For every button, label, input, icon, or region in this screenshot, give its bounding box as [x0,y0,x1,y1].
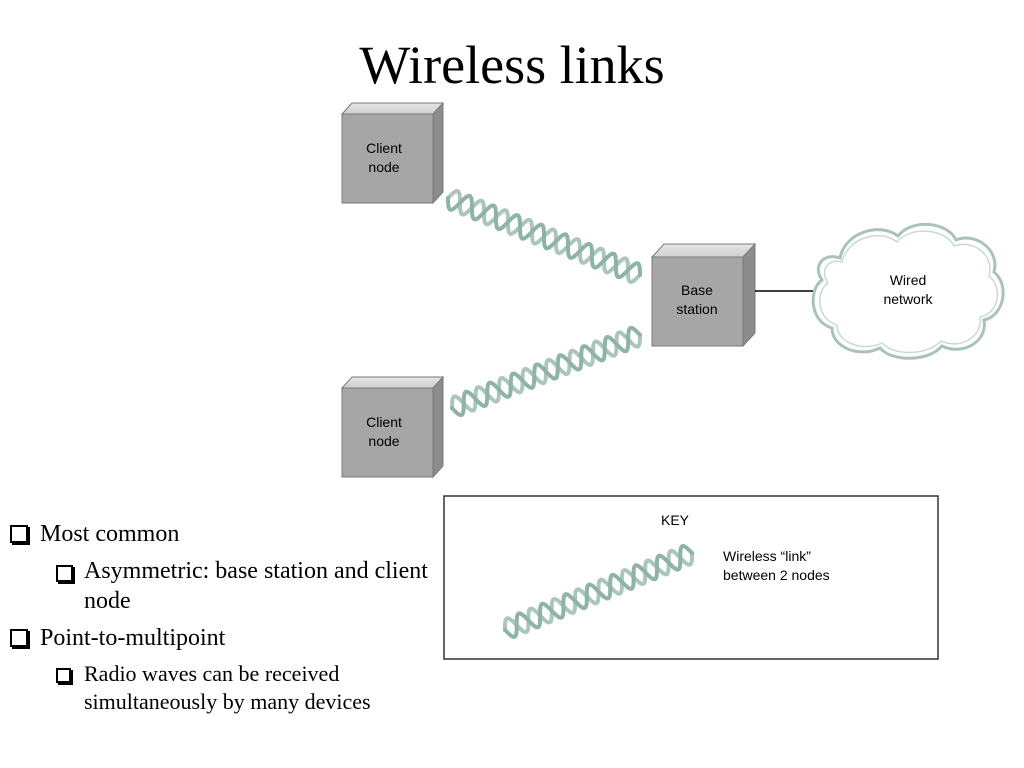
base-station: Base station [650,242,757,348]
checkbox-bullet-icon [56,565,73,582]
bullet-text: Most common [40,521,180,547]
wired-network-label-2: network [883,291,933,307]
client-node-top-label-2: node [368,159,399,175]
checkbox-bullet-icon [10,525,28,543]
wave-strand [450,330,642,413]
client-node-bottom-label-2: node [368,433,399,449]
client-node-top: Client node [340,101,445,205]
key-box: KEY Wireless “link” between 2 nodes [443,495,939,660]
key-description-line-1: Wireless “link” [723,548,811,564]
sub-bullet-item: Asymmetric: base station and client node [8,556,438,616]
bullet-item: Point-to-multipoint [8,624,438,652]
sub-bullet-text: Asymmetric: base station and client node [84,558,428,614]
wireless-link-key-sample [503,543,694,640]
base-station-label-2: station [676,301,717,317]
key-description-line-2: between 2 nodes [723,567,830,583]
wired-network-cloud: Wired network [811,222,1005,360]
base-station-label-1: Base [681,282,713,298]
slide-title: Wireless links [359,35,665,95]
bullet-item: Most common [8,520,438,548]
checkbox-bullet-icon [56,668,71,683]
wireless-link-top [446,188,642,285]
bullet-list: Most common Asymmetric: base station and… [8,520,438,722]
wireless-link-bottom [450,325,642,418]
client-node-top-label-1: Client [366,140,402,156]
bullet-text: Point-to-multipoint [40,625,226,651]
sub-bullet-text: Radio waves can be received simultaneous… [84,661,371,714]
wave-strand [446,188,642,285]
wired-network-label-1: Wired [890,272,927,288]
key-title: KEY [661,512,690,528]
checkbox-bullet-icon [10,629,28,647]
sub-bullet-item: Radio waves can be received simultaneous… [8,660,438,716]
client-node-bottom: Client node [340,375,445,479]
client-node-bottom-label-1: Client [366,414,402,430]
wave-strand [503,548,694,635]
